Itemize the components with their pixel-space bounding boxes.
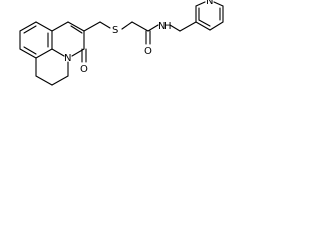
bonds bbox=[19, 1, 224, 86]
bond bbox=[23, 46, 37, 55]
bond bbox=[209, 21, 224, 31]
bond bbox=[51, 48, 65, 57]
bond bbox=[35, 75, 53, 86]
bond bbox=[195, 1, 206, 7]
bond bbox=[198, 19, 211, 27]
bond bbox=[35, 48, 53, 59]
molecule-svg: O N S O N H N bbox=[19, 0, 224, 86]
chemical-structure: O N S O N H N bbox=[0, 0, 226, 102]
amide-hydrogen-label: H bbox=[164, 21, 172, 32]
bond bbox=[179, 21, 197, 32]
sulfur-label: S bbox=[112, 25, 118, 36]
bond bbox=[213, 1, 224, 7]
bond bbox=[99, 21, 111, 29]
bond bbox=[131, 21, 149, 32]
bond bbox=[83, 21, 101, 32]
bond bbox=[51, 21, 69, 32]
bond bbox=[35, 21, 53, 32]
bond bbox=[147, 24, 159, 32]
amide-oxygen-label: O bbox=[144, 46, 152, 57]
oxygen-label: O bbox=[80, 64, 88, 75]
amide-nitrogen-label: N bbox=[158, 21, 165, 32]
bond bbox=[51, 75, 69, 86]
bond bbox=[19, 21, 37, 32]
bond bbox=[121, 21, 133, 30]
atom-labels: O N S O N H N bbox=[64, 0, 213, 75]
pyridine-nitrogen-label: N bbox=[206, 0, 213, 7]
bond bbox=[19, 48, 37, 59]
bond bbox=[195, 21, 211, 31]
ring-nitrogen-label: N bbox=[64, 53, 71, 64]
bond bbox=[70, 25, 83, 34]
bond bbox=[23, 25, 37, 34]
bond bbox=[67, 21, 85, 32]
bond bbox=[169, 24, 181, 32]
